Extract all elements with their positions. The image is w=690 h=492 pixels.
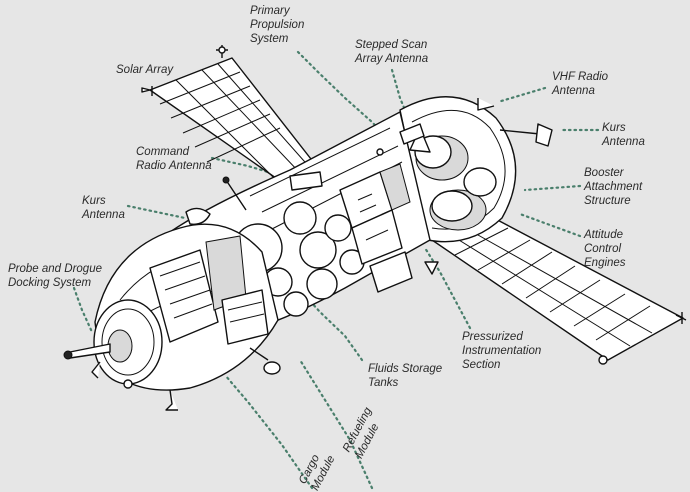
leader-probe xyxy=(72,286,94,334)
leader-booster xyxy=(523,184,582,192)
label-stepped-scan-array-antenna: Stepped Scan Array Antenna xyxy=(355,39,429,65)
docking-probe xyxy=(63,299,178,411)
leader-pressurized xyxy=(423,246,472,330)
leader-vhf xyxy=(496,86,547,104)
leader-cargo xyxy=(223,373,314,490)
label-attitude-control-engines: Attitude Control Engines xyxy=(584,229,626,269)
label-kurs-antenna-right: Kurs Antenna xyxy=(602,122,645,148)
label-probe-and-drogue-docking-system: Probe and Drogue Docking System xyxy=(8,263,102,289)
label-solar-array: Solar Array xyxy=(116,64,174,76)
upper-solar-array xyxy=(141,45,319,184)
label-pressurized-instrumentation-section: Pressurized Instrumentation Section xyxy=(462,331,542,371)
leader-attitude xyxy=(518,212,582,238)
label-fluids-storage-tanks: Fluids Storage Tanks xyxy=(368,363,443,389)
label-vhf-radio-antenna: VHF Radio Antenna xyxy=(552,71,609,97)
label-booster-attachment-structure: Booster Attachment Structure xyxy=(584,167,643,207)
leader-kurs-left xyxy=(126,204,187,220)
label-kurs-antenna-left: Kurs Antenna xyxy=(82,195,125,221)
label-primary-propulsion-system: Primary Propulsion System xyxy=(250,5,305,45)
label-command-radio-antenna: Command Radio Antenna xyxy=(136,146,212,172)
leader-refueling xyxy=(298,358,374,490)
spacecraft-body xyxy=(63,96,553,411)
